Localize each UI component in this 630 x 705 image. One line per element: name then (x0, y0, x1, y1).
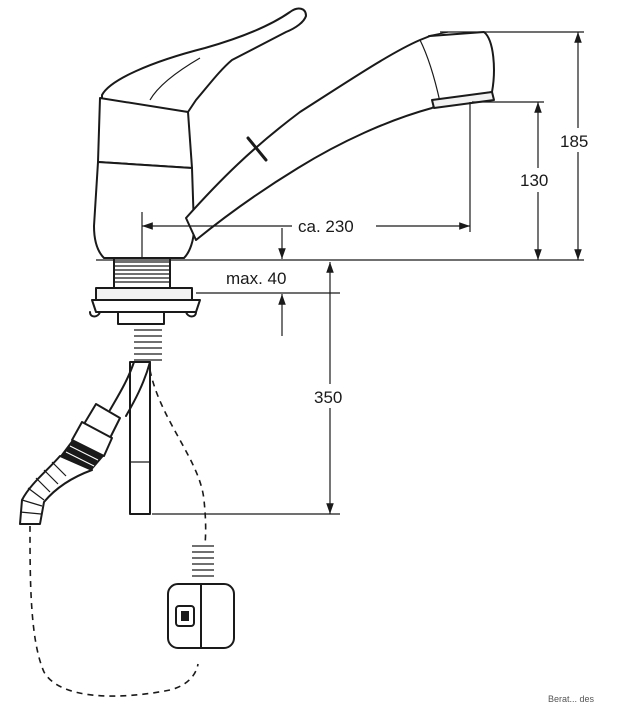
mounting-plate (95, 287, 193, 301)
mounting-assembly (89, 257, 201, 325)
faucet-body (93, 7, 495, 259)
label-height-spout: 130 (520, 171, 548, 190)
braided-connector (60, 440, 104, 470)
label-height-total: 185 (560, 132, 588, 151)
dimension-labels: ca. 230 185 130 max. 40 350 Berat... des (226, 128, 598, 704)
label-below-length: 350 (314, 388, 342, 407)
copper-tube (129, 361, 151, 515)
spray-head-nozzle (431, 91, 495, 109)
supply-hoses (19, 323, 235, 697)
label-reach: ca. 230 (298, 217, 354, 236)
lever-handle (101, 7, 307, 113)
threaded-shank (113, 257, 171, 289)
label-max-thickness: max. 40 (226, 269, 286, 288)
body-column (93, 161, 195, 259)
lock-nut (117, 311, 165, 325)
spout (185, 31, 495, 241)
flex-hose (19, 455, 93, 525)
corner-footnote: Berat... des (548, 694, 595, 704)
